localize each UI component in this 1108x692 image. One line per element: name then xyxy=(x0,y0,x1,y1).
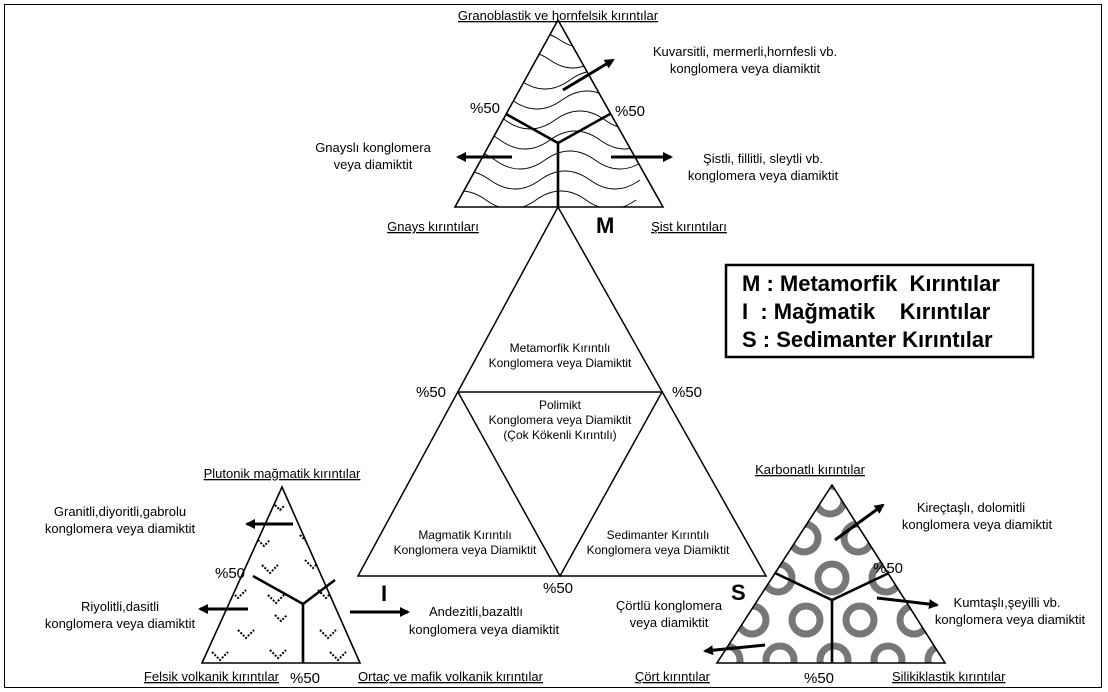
top-arrow-top-text-2: konglomera veya diamiktit xyxy=(670,61,821,76)
v-pattern xyxy=(211,504,347,662)
top-left-corner-label: Gnays kırıntıları xyxy=(387,219,479,234)
legend-row-m: M : Metamorfik Kırıntılar xyxy=(742,271,1000,296)
foliation-pattern xyxy=(455,32,663,207)
right-left-corner-label: Çört kırıntılar xyxy=(635,669,711,684)
central-triangle xyxy=(356,205,768,578)
center-top-text-2: Konglomera veya Diamiktit xyxy=(489,356,632,370)
right-title: Karbonatlı kırıntılar xyxy=(755,462,865,477)
left-right-corner-label: Ortaç ve mafik volkanik kırıntılar xyxy=(358,669,544,684)
top-pct-left: %50 xyxy=(470,100,500,117)
top-arrow-left-text-1: Gnayslı konglomera xyxy=(315,140,431,155)
center-mid-text-1: Polimikt xyxy=(539,398,582,412)
right-pct-right: %50 xyxy=(873,560,903,577)
center-right-text-2: Konglomera veya Diamiktit xyxy=(587,543,730,557)
left-pct-left: %50 xyxy=(215,565,245,582)
left-triangle xyxy=(200,485,362,664)
arrow-right-right xyxy=(876,596,939,610)
legend-row-s: S : Sedimanter Kırıntılar xyxy=(742,327,993,352)
arrow-right-up xyxy=(834,503,885,542)
arrow-right-left xyxy=(703,643,766,656)
left-arrow-left-text-2: konglomera veya diamiktit xyxy=(45,616,196,631)
top-pct-right: %50 xyxy=(615,103,645,120)
arrows xyxy=(198,58,939,656)
left-letter-i: I xyxy=(381,581,387,606)
left-arrow-top-text-1: Granitli,diyoritli,gabrolu xyxy=(54,504,186,519)
right-arrow-right-text-1: Kumtaşlı,şeyilli vb. xyxy=(954,595,1061,610)
center-left-text-1: Magmatik Kırıntılı xyxy=(418,528,511,542)
top-arrow-top-text-1: Kuvarsitli, mermerli,hornfesli vb. xyxy=(653,44,837,59)
right-arrow-top-text-1: Kireçtaşlı, dolomitli xyxy=(917,500,1025,515)
diagram-frame xyxy=(4,4,1102,688)
left-arrow-top-text-2: konglomera veya diamiktit xyxy=(45,521,196,536)
center-mid-text-2: Konglomera veya Diamiktit xyxy=(489,413,632,427)
center-pct-right: %50 xyxy=(672,384,702,401)
right-arrow-left-text-2: veya diamiktit xyxy=(630,615,709,630)
left-pct-bottom: %50 xyxy=(290,670,320,687)
right-arrow-left-text-1: Çörtlü konglomera xyxy=(616,598,723,613)
center-mid-text-3: (Çok Kökenli Kırıntılı) xyxy=(503,428,616,442)
center-right-text-1: Sedimanter Kırıntılı xyxy=(607,528,710,542)
right-letter-s: S xyxy=(731,580,746,605)
legend-row-i: I : Mağmatik Kırıntılar xyxy=(742,299,991,324)
top-right-corner-label: Şist kırıntıları xyxy=(651,219,727,234)
left-arrow-right-text-1: Andezitli,bazaltlı xyxy=(429,604,523,619)
top-letter-m: M xyxy=(596,213,614,238)
right-right-corner-label: Silikiklastik kırıntılar xyxy=(892,669,1006,684)
right-pct-bottom: %50 xyxy=(804,670,834,687)
left-arrow-left-text-1: Riyolitli,dasitli xyxy=(81,599,159,614)
center-pct-bottom: %50 xyxy=(543,580,573,597)
left-left-corner-label: Felsik volkanik kırıntılar xyxy=(144,669,280,684)
right-arrow-right-text-2: konglomera veya diamiktit xyxy=(935,612,1086,627)
top-arrow-right-text-1: Şistli, fillitli, sleytli vb. xyxy=(703,151,823,166)
center-top-text-1: Metamorfik Kırıntılı xyxy=(510,341,611,355)
arrow-top-up xyxy=(562,58,615,92)
left-title: Plutonik mağmatik kırıntılar xyxy=(204,466,361,481)
center-left-text-2: Konglomera veya Diamiktit xyxy=(394,543,537,557)
top-arrow-left-text-2: veya diamiktit xyxy=(334,157,413,172)
top-arrow-right-text-2: konglomera veya diamiktit xyxy=(688,168,839,183)
legend-box: M : Metamorfik Kırıntılar I : Mağmatik K… xyxy=(724,263,1035,359)
center-pct-left: %50 xyxy=(416,384,446,401)
top-title: Granoblastik ve hornfelsik kırıntılar xyxy=(458,8,659,23)
left-arrow-right-text-2: konglomera veya diamiktit xyxy=(409,622,560,637)
right-arrow-top-text-2: konglomera veya diamiktit xyxy=(902,517,1053,532)
